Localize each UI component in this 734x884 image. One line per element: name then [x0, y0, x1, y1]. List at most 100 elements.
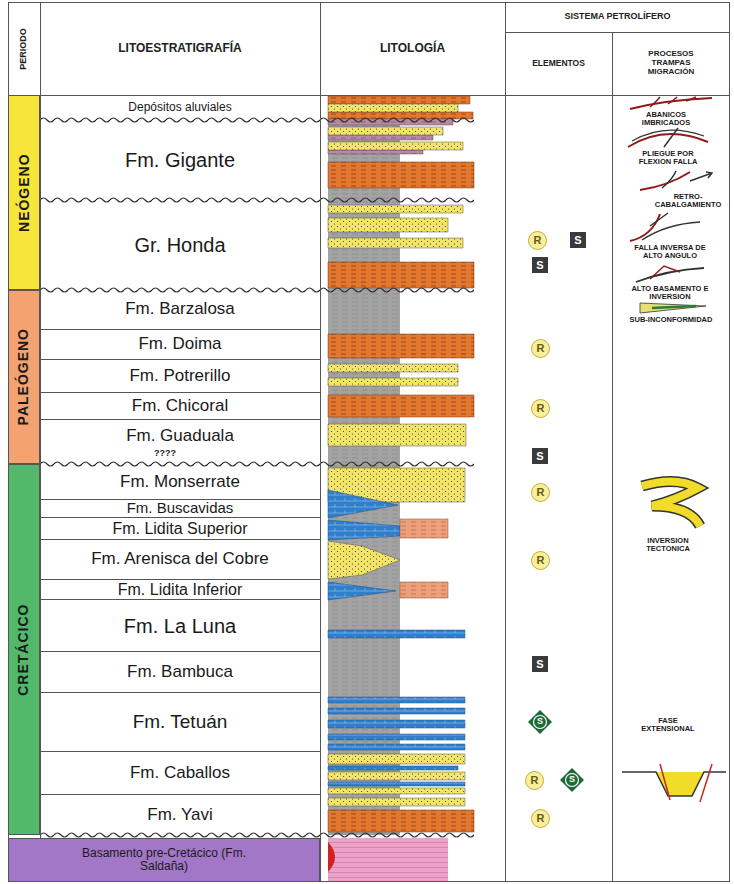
formation-cell-text: Fm. La Luna [124, 615, 236, 637]
formation-cell-text: Fm. Buscavidas [127, 500, 234, 517]
formation-cell-text: Depósitos aluviales [128, 101, 231, 114]
unconformity-line [40, 116, 474, 124]
basement-band: Basamento pre-Cretácico (Fm. Saldaña) [8, 838, 320, 882]
formation-cell-text: Fm. Potrerillo [129, 367, 230, 386]
formation-cell-text: Fm. Barzalosa [125, 300, 235, 319]
formation-cell: Fm. Lidita Inferior [40, 580, 320, 600]
formation-cell: Fm. La Luna [40, 600, 320, 652]
normal-fault-icon [660, 764, 712, 802]
formation-cell-text: Fm. Monserrate [120, 473, 240, 492]
fold-icon [632, 130, 704, 141]
formation-cell: Fm. Arenisca del Cobre [40, 540, 320, 580]
trap-icons [622, 97, 726, 802]
header-cell: ELEMENTOS [505, 32, 612, 95]
formation-cell-text: Gr. Honda [134, 234, 225, 256]
seal-square: S [570, 232, 586, 248]
formation-cell-text: Fm. Chicoral [132, 397, 228, 416]
formation-cell-text: Fm. Tetuán [133, 712, 228, 733]
sandstone-beds [328, 104, 466, 806]
source-diamond: S [560, 768, 584, 792]
formation-cell: Fm. Barzalosa [40, 290, 320, 330]
limestone-beds [328, 490, 465, 786]
process-label: ABANICOS IMBRICADOS [634, 111, 698, 127]
unconformity-line [40, 286, 474, 294]
seal-square-text: S [536, 259, 543, 271]
formation-cell-text: Fm. Gigante [125, 149, 235, 171]
period-band: NEÓGENO [8, 95, 40, 290]
formation-cell: Fm. Bambuca [40, 652, 320, 693]
header-cell: PERIODO [8, 2, 40, 95]
process-label: SUB-INCONFORMIDAD [614, 316, 728, 324]
subunconformity-icon [652, 306, 696, 308]
chert-beds [400, 519, 448, 598]
formation-cell-text: Fm. Doima [138, 335, 221, 354]
reservoir-circle-text: R [537, 486, 545, 498]
unconformity-line [40, 460, 474, 468]
basement-rock [328, 838, 448, 882]
header-cell-text: PERIODO [19, 28, 29, 70]
header-cell-text: LITOESTRATIGRAFÍA [118, 42, 242, 55]
reservoir-circle-text: R [534, 234, 542, 246]
header-cell: LITOLOGÍA [320, 2, 505, 95]
fault-icon [664, 128, 678, 147]
source-diamond-text: S [569, 775, 575, 785]
formation-cell: Depósitos aluviales [40, 95, 320, 120]
source-diamond: S [528, 710, 552, 734]
formation-cell: Fm. Doima [40, 330, 320, 360]
period-band-text: PALEÓGENO [16, 328, 31, 425]
formation-cell-text: Fm. Guaduala [126, 427, 234, 446]
seal-square-text: S [536, 450, 543, 462]
diamond-ring [534, 716, 547, 729]
intrusive-body [328, 842, 335, 872]
header-cell-text: ELEMENTOS [532, 59, 585, 68]
imbricate-fans-icon [630, 98, 712, 109]
seal-square: S [532, 257, 548, 273]
reservoir-circle: R [531, 483, 550, 502]
formation-cell-text: Fm. Caballos [130, 764, 230, 783]
header-cell-text: PROCESOS TRAMPAS MIGRACIÓN [636, 50, 706, 76]
header-line [8, 33, 730, 96]
header-cell-text: LITOLOGÍA [380, 42, 445, 55]
formation-cell: Fm. Monserrate [40, 466, 320, 500]
reservoir-circle-text: R [537, 342, 545, 354]
formation-cell-text: Fm. Lidita Inferior [118, 581, 242, 599]
reverse-fault-icon [630, 214, 660, 241]
table-grid [8, 2, 730, 882]
imbricate-fans-icon [650, 97, 696, 107]
reservoir-circle: R [531, 809, 550, 828]
graben-icon [622, 772, 726, 796]
reservoir-circle: R [525, 771, 544, 790]
basement-high-icon [636, 268, 704, 282]
diamond-shape [528, 710, 552, 734]
reservoir-circle-text: R [531, 774, 539, 786]
reverse-fault-icon [642, 213, 700, 240]
process-label: PLIEGUE POR FLEXION FALLA [631, 150, 705, 166]
header-cell-text: SISTEMA PETROLÍFERO [564, 12, 670, 22]
formation-cell: Fm. Gigante [40, 120, 320, 200]
source-diamond-text: S [537, 717, 543, 727]
formation-cell: Gr. Honda [40, 200, 320, 290]
reservoir-circle-text: R [537, 554, 545, 566]
formation-cell: Fm. Caballos [40, 752, 320, 795]
backthrust-icon [640, 172, 690, 190]
process-label: RETRO-CABALGAMIENTO [650, 193, 726, 209]
uncertainty-mark: ???? [150, 449, 180, 458]
formation-cell: Fm. Chicoral [40, 393, 320, 420]
reservoir-circle-text: R [537, 402, 545, 414]
formation-cell-text: Fm. Arenisca del Cobre [91, 550, 269, 569]
period-band-text: CRETÁCICO [16, 603, 31, 695]
header-cell: LITOESTRATIGRAFÍA [40, 2, 320, 95]
lithology-column [328, 95, 474, 882]
formation-cell-text: Fm. Bambuca [127, 663, 233, 682]
period-band-text: NEÓGENO [16, 153, 31, 232]
subunconformity-icon [640, 303, 706, 313]
formation-cell: Fm. Potrerillo [40, 360, 320, 393]
unconformity-line [40, 196, 474, 204]
diamond-shape [560, 768, 584, 792]
process-label: ALTO BASAMENTO E INVERSION [630, 285, 710, 301]
process-label: FASE EXTENSIONAL [638, 717, 698, 733]
header-cell: SISTEMA PETROLÍFERO [505, 2, 730, 32]
seal-square: S [532, 656, 548, 672]
table-border [9, 3, 730, 882]
inversion-fold-icon [642, 481, 700, 526]
